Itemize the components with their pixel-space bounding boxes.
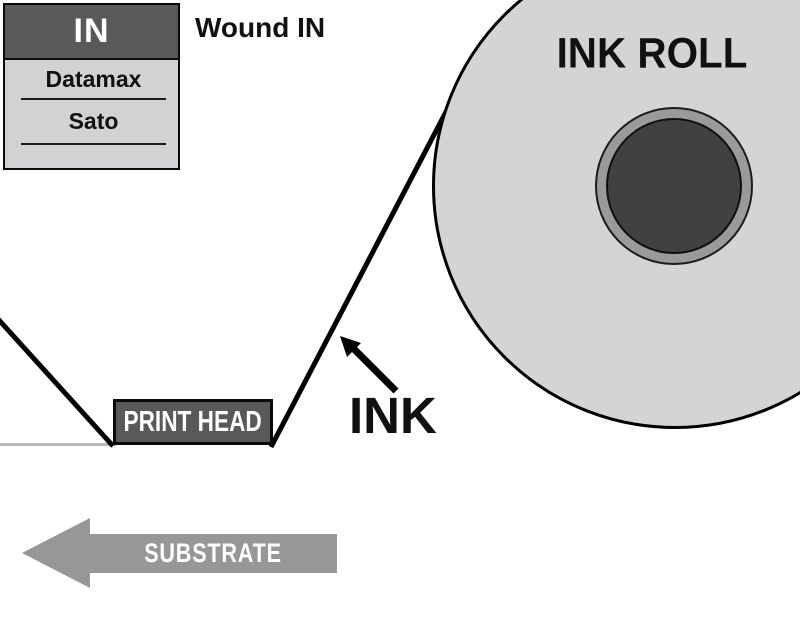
legend-header: IN [5,5,178,60]
ink-arrow [340,336,399,394]
print-head-label: PRINT HEAD [123,405,263,438]
wound-in-label: Wound IN [195,12,326,43]
legend-row-sato: Sato [21,100,166,145]
legend-row-datamax: Datamax [21,60,166,100]
ribbon-line-right [268,106,451,449]
ink-arrow-shaft [351,346,399,394]
ink-roll-core [606,118,742,254]
substrate-arrowhead-icon [22,518,90,588]
ribbon-line-left [0,317,115,448]
print-head-block: PRINT HEAD [113,399,273,445]
substrate-label: SUBSTRATE [144,538,283,568]
ink-label: INK [349,387,437,444]
winding-legend-table: IN Datamax Sato [3,3,180,170]
substrate-arrow: SUBSTRATE [90,534,337,573]
ink-arrowhead-icon [340,336,361,357]
ink-roll-label: INK ROLL [556,29,748,78]
